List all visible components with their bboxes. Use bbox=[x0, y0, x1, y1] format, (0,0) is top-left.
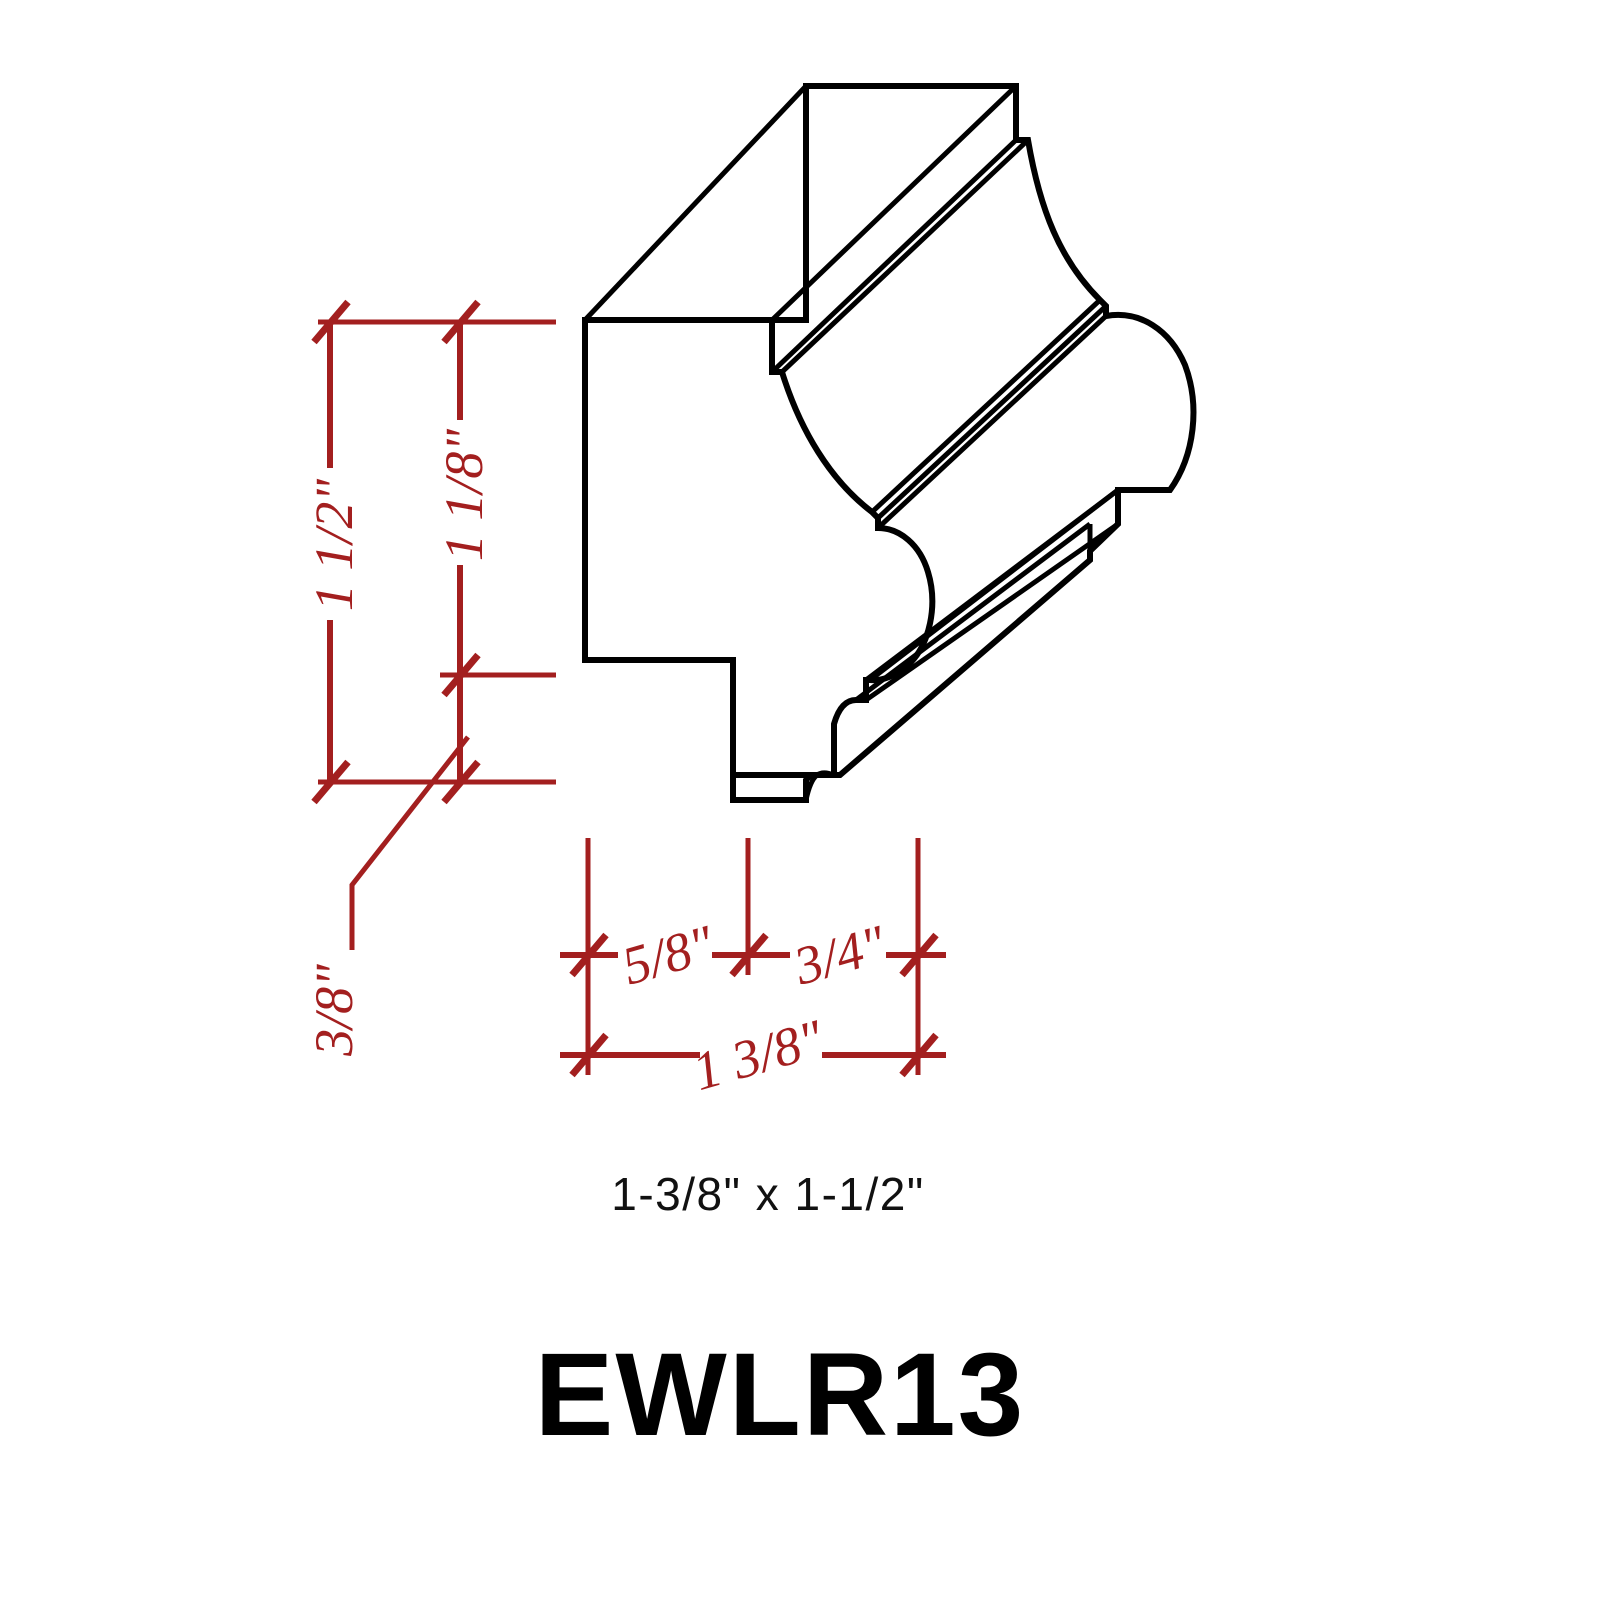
bullnose-back-curve bbox=[1105, 312, 1196, 492]
size-caption: 1-3/8" x 1-1/2" bbox=[611, 1168, 924, 1220]
vdim-label-lower-height-group: 3/8" bbox=[304, 964, 364, 1057]
hdim-label-right-width: 3/4" bbox=[787, 913, 893, 996]
cove-front-curve bbox=[779, 371, 874, 514]
hdim-tick-left-a bbox=[569, 932, 609, 978]
vdim-label-upper-height-group: 1 1/8" bbox=[434, 429, 494, 562]
hdim-label-overall-width-group: 1 3/8" bbox=[686, 1008, 830, 1102]
part-title: EWLR13 bbox=[535, 1329, 1026, 1461]
vdim-tick-overall-top bbox=[311, 299, 351, 345]
vdim-leader-lower bbox=[349, 735, 470, 950]
top-face-ridge bbox=[770, 84, 1018, 322]
vdim-tick-lower-bottom bbox=[441, 759, 481, 805]
vdim-tick-upper-top bbox=[441, 299, 481, 345]
vdim-label-upper-height: 1 1/8" bbox=[434, 429, 494, 562]
molding-profile-group bbox=[582, 83, 1197, 803]
mid-step-ridge-a bbox=[870, 298, 1102, 514]
hdim-label-left-width-group: 5/8" bbox=[616, 913, 721, 996]
upper-quirk-line-b bbox=[780, 138, 1030, 374]
cove-back-curve bbox=[1025, 139, 1102, 302]
hdim-tick-overall-right bbox=[899, 1032, 939, 1078]
bottom-return-curve-back bbox=[838, 558, 1092, 777]
vdim-label-overall-height-group: 1 1/2" bbox=[304, 479, 364, 612]
hdim-label-overall-width: 1 3/8" bbox=[686, 1008, 830, 1102]
vdim-label-overall-height: 1 1/2" bbox=[304, 479, 364, 612]
mid-step-ridge-b bbox=[876, 304, 1108, 520]
bullnose-top-ridge bbox=[876, 314, 1108, 530]
hdim-tick-right-a bbox=[899, 932, 939, 978]
hdim-label-left-width: 5/8" bbox=[616, 913, 721, 996]
horizontal-dimension-group: 5/8" 3/4" 1 3/8" bbox=[560, 838, 946, 1102]
top-bevel-edge bbox=[583, 84, 808, 322]
vdim-tick-overall-bottom bbox=[311, 759, 351, 805]
lower-step-ridge-c bbox=[864, 521, 1120, 703]
upper-quirk-line-a bbox=[770, 138, 1018, 374]
hdim-tick-left-b bbox=[729, 932, 769, 978]
lower-step-ridge-d bbox=[854, 522, 1092, 702]
hdim-label-right-width-group: 3/4" bbox=[787, 913, 893, 996]
vdim-label-lower-height: 3/8" bbox=[304, 964, 364, 1057]
bottom-fillet bbox=[803, 770, 835, 801]
lower-step-ridge-b bbox=[864, 488, 1120, 682]
vertical-dimension-group: 1 1/2" 1 1/8" 3/8" bbox=[304, 299, 556, 1057]
bottom-return-curve-front bbox=[831, 697, 857, 775]
hdim-tick-overall-left bbox=[569, 1032, 609, 1078]
